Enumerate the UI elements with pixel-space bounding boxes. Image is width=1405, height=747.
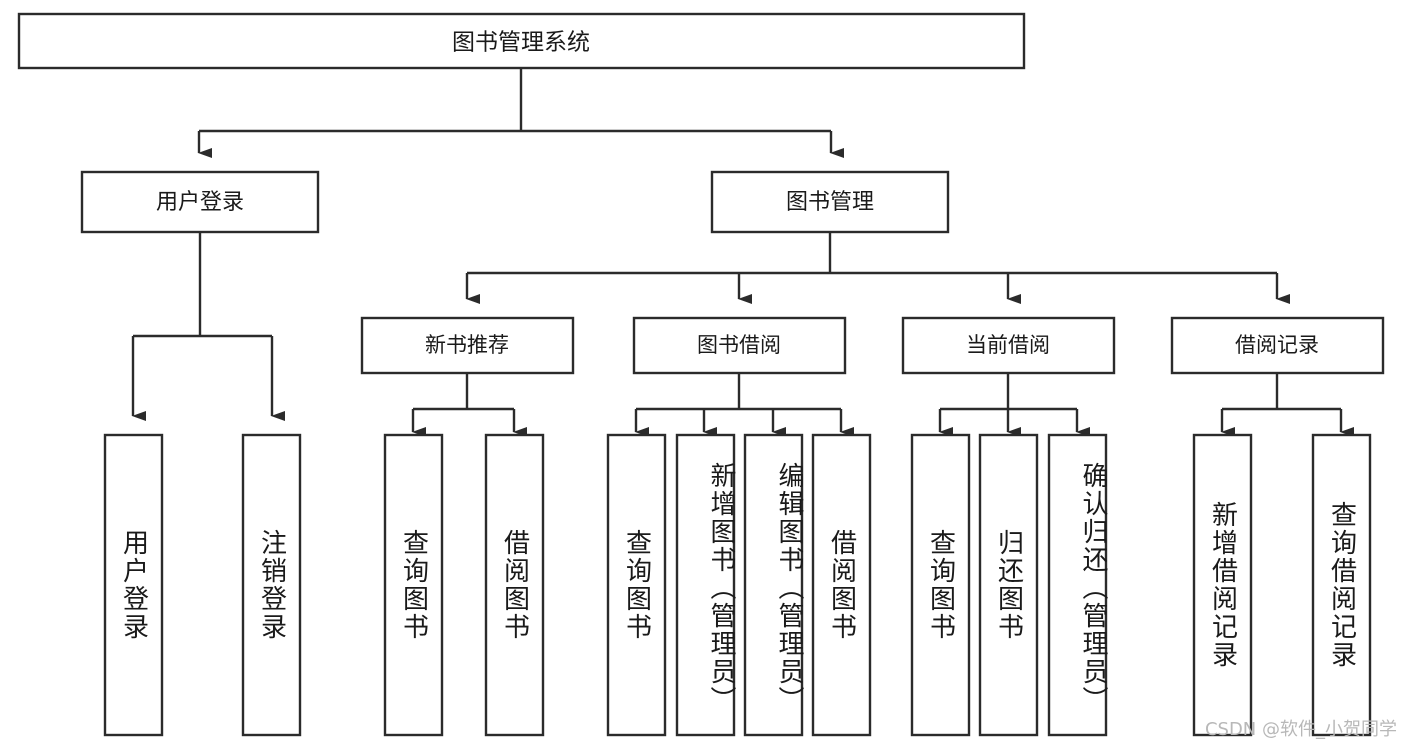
leaf-box-edit-book-admin[interactable] — [743, 433, 804, 737]
connector-user-login-to-leaves — [131, 232, 285, 421]
leaf-box-borrow-book[interactable] — [811, 433, 872, 737]
node-borrow-record[interactable]: 借阅记录 — [1170, 316, 1385, 375]
node-user-login-box[interactable] — [80, 170, 320, 234]
leaf-box-query-book-current[interactable] — [910, 433, 971, 737]
node-book-management-label: 图书管理 — [786, 190, 874, 215]
node-book-borrow-label: 图书借阅 — [697, 333, 781, 357]
connector-new-book-recommend-to-leaves — [411, 373, 527, 437]
leaf-box-add-borrow-record[interactable] — [1192, 433, 1253, 737]
node-current-borrow[interactable]: 当前借阅 — [901, 316, 1116, 375]
connector-root-to-level1 — [197, 68, 844, 158]
leaf-box-borrow-book-recommend[interactable] — [484, 433, 545, 737]
connector-borrow-record-to-leaves — [1220, 373, 1354, 437]
leaf-box-query-book-recommend[interactable] — [383, 433, 444, 737]
node-root-label: 图书管理系统 — [452, 30, 590, 56]
node-user-login[interactable]: 用户登录 — [80, 170, 320, 234]
node-borrow-record-label: 借阅记录 — [1235, 333, 1319, 357]
node-root[interactable]: 图书管理系统 — [17, 12, 1026, 70]
leaf-box-return-book[interactable] — [978, 433, 1039, 737]
node-book-borrow[interactable]: 图书借阅 — [632, 316, 847, 375]
leaf-box-query-borrow-record[interactable] — [1311, 433, 1372, 737]
node-root-box[interactable] — [17, 12, 1026, 70]
watermark-text: CSDN @软件_小贺同学 — [1204, 719, 1397, 740]
node-current-borrow-label: 当前借阅 — [966, 333, 1050, 357]
node-book-management[interactable]: 图书管理 — [710, 170, 950, 234]
node-new-book-recommend-box[interactable] — [360, 316, 575, 375]
connector-book-borrow-to-leaves — [634, 373, 854, 437]
node-user-login-label: 用户登录 — [156, 190, 244, 215]
leaf-box-add-book-admin[interactable] — [675, 433, 736, 737]
leaf-box-query-book-borrow[interactable] — [606, 433, 667, 737]
leaf-box-user-login[interactable] — [103, 433, 164, 737]
leaf-box-logout[interactable] — [241, 433, 302, 737]
node-current-borrow-box[interactable] — [901, 316, 1116, 375]
connector-current-borrow-to-leaves — [938, 373, 1090, 437]
connector-book-management-to-level2 — [465, 232, 1290, 304]
node-new-book-recommend[interactable]: 新书推荐 — [360, 316, 575, 375]
node-new-book-recommend-label: 新书推荐 — [425, 333, 509, 357]
leaf-box-confirm-return-admin[interactable] — [1047, 433, 1108, 737]
